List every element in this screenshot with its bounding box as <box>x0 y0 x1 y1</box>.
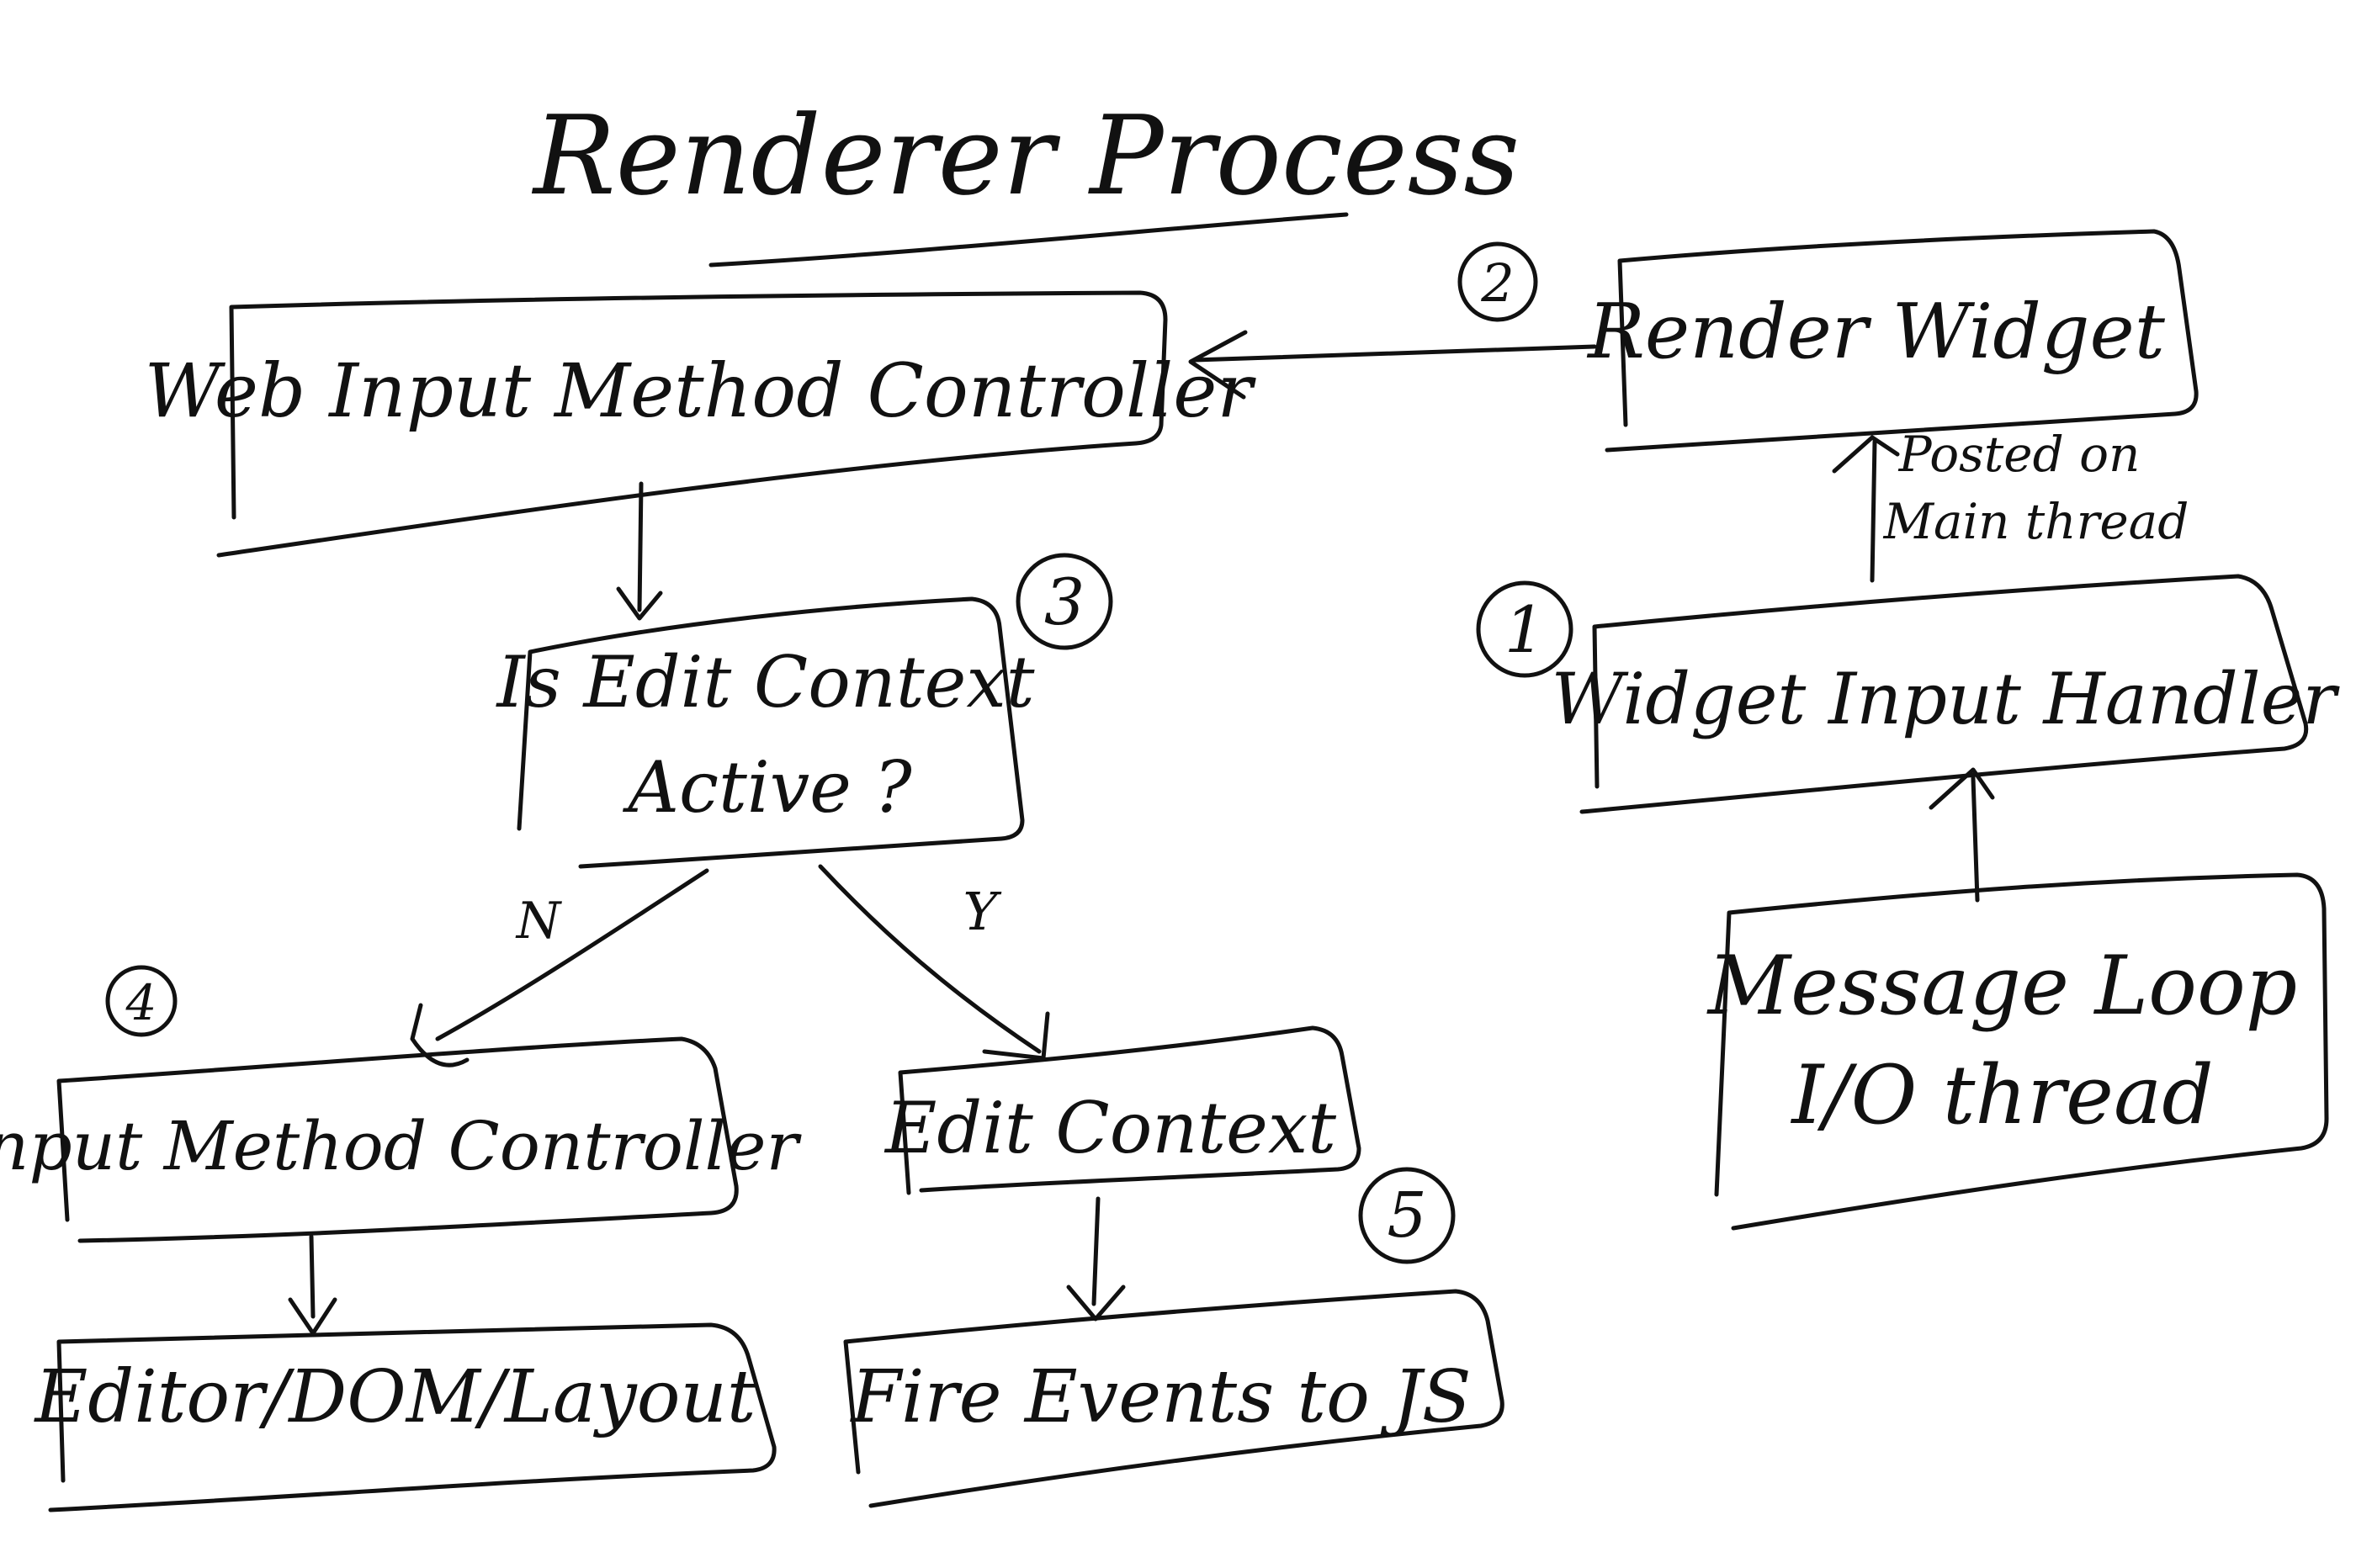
step-2: 2 <box>1457 241 1538 322</box>
label-branch-yes: Y <box>963 881 1002 942</box>
box-imc <box>56 1036 739 1243</box>
step-1: 1 <box>1476 580 1573 678</box>
node-editor-dom-layout: Editor/DOM/Layout <box>34 1322 777 1512</box>
step-2-label: 2 <box>1480 252 1514 314</box>
arrowhead-renderwidget <box>1832 435 1900 474</box>
label-editor: Editor/DOM/Layout <box>34 1355 756 1439</box>
node-web-input-method-controller: Web Input Method Controller <box>145 290 1257 558</box>
node-message-loop: Message Loop I/O thread <box>1706 872 2329 1231</box>
label-posted-line1: Posted on <box>1898 426 2141 483</box>
step-4-circle <box>105 965 178 1037</box>
label-branch-no: N <box>515 892 563 951</box>
arrowhead-webimc <box>1188 330 1248 400</box>
step-5-circle <box>1358 1167 1456 1264</box>
edge-imc-to-editor <box>309 1234 316 1319</box>
label-render-widget: Render Widget <box>1586 288 2166 376</box>
box-message-loop <box>1714 872 2329 1231</box>
step-4-label: 4 <box>125 974 157 1031</box>
box-decision <box>517 596 1025 869</box>
label-fire-events: Fire Events to JS <box>849 1355 1471 1439</box>
node-widget-input-handler: Widget Input Handler <box>1552 574 2341 814</box>
box-edit-context <box>898 1025 1361 1195</box>
step-3-label: 3 <box>1044 564 1085 639</box>
node-render-widget: Render Widget <box>1586 229 2199 453</box>
edge-renderwidget-to-webimc <box>1192 344 1597 363</box>
title-underline <box>708 212 1349 268</box>
box-render-widget <box>1605 229 2199 453</box>
edge-editcontext-to-fire <box>1091 1196 1101 1306</box>
diagram-title: Renderer Process <box>532 92 1520 220</box>
box-fire-events <box>843 1289 1504 1508</box>
step-1-circle <box>1476 580 1573 678</box>
label-widget-input-handler: Widget Input Handler <box>1552 658 2341 740</box>
edge-handler-to-renderwidget <box>1870 439 1877 583</box>
node-edit-context: Edit Context <box>884 1025 1361 1195</box>
step-1-label: 1 <box>1504 592 1545 667</box>
label-message-loop-line2: I/O thread <box>1790 1048 2213 1142</box>
edge-decision-no <box>435 868 709 1041</box>
node-is-edit-context-active: Is Edit Context Active ? <box>496 596 1035 869</box>
node-input-method-controller: Input Method Controller <box>0 1036 802 1243</box>
arrowhead-decision <box>616 586 663 621</box>
arrowhead-no <box>410 1003 470 1067</box>
edge-webimc-to-decision <box>637 481 644 612</box>
label-posted-line2: Main thread <box>1883 493 2189 550</box>
node-fire-events: Fire Events to JS <box>843 1289 1504 1508</box>
step-4: 4 <box>105 965 178 1037</box>
box-widget-input-handler <box>1579 574 2309 814</box>
step-5-label: 5 <box>1387 1179 1426 1252</box>
label-decision-line2: Active ? <box>622 746 912 829</box>
edge-messageloop-to-handler <box>1971 776 1980 903</box>
label-imc: Input Method Controller <box>0 1107 802 1185</box>
label-message-loop-line1: Message Loop <box>1706 939 2297 1033</box>
step-2-circle <box>1457 241 1538 322</box>
arrowhead-handler <box>1929 767 1995 810</box>
box-editor <box>48 1322 777 1512</box>
step-5: 5 <box>1358 1167 1456 1264</box>
label-edit-context: Edit Context <box>884 1087 1336 1169</box>
step-3: 3 <box>1016 553 1113 650</box>
box-web-imc <box>216 290 1168 558</box>
step-3-circle <box>1016 553 1113 650</box>
label-web-imc: Web Input Method Controller <box>145 347 1257 434</box>
edge-decision-yes <box>818 864 1042 1054</box>
label-decision-line1: Is Edit Context <box>496 641 1035 723</box>
